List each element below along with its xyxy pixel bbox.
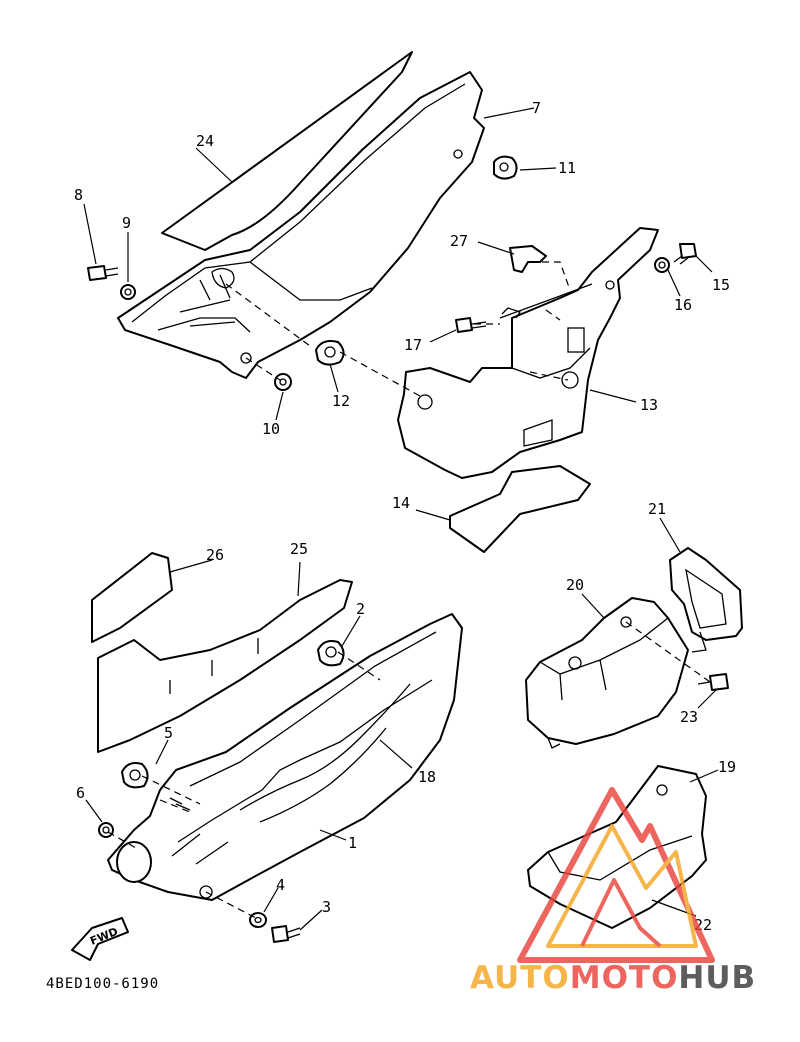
callout-23: 23 bbox=[680, 708, 698, 726]
watermark-logo: AUTOMOTOHUB bbox=[470, 787, 756, 996]
bolt-17 bbox=[455, 317, 487, 333]
side-cover-7 bbox=[117, 71, 485, 379]
forward-arrow-icon: FWD bbox=[71, 917, 129, 961]
washer-4 bbox=[249, 912, 267, 928]
callout-17: 17 bbox=[404, 336, 422, 354]
collar-6 bbox=[98, 822, 114, 838]
diagram-code: 4BED100-6190 bbox=[46, 976, 159, 992]
callout-3: 3 bbox=[322, 898, 331, 916]
callout-21: 21 bbox=[648, 500, 666, 518]
callout-2: 2 bbox=[356, 600, 365, 618]
grommet-16 bbox=[654, 257, 670, 273]
part-side-cover-upper bbox=[117, 51, 485, 379]
callout-5: 5 bbox=[164, 724, 173, 742]
callout-11: 11 bbox=[558, 159, 576, 177]
bolt-3 bbox=[271, 925, 301, 943]
callout-13: 13 bbox=[640, 396, 658, 414]
clip-27 bbox=[509, 245, 547, 273]
tool-case-20 bbox=[525, 597, 689, 745]
bolt-8 bbox=[87, 265, 119, 281]
callout-4: 4 bbox=[276, 876, 285, 894]
part-bracket-13 bbox=[397, 227, 659, 479]
grommet-5 bbox=[121, 762, 149, 789]
callout-14: 14 bbox=[392, 494, 410, 512]
callout-7: 7 bbox=[532, 99, 541, 117]
decal-26 bbox=[91, 552, 173, 643]
band-21 bbox=[669, 547, 743, 653]
svg-text:AUTOMOTOHUB: AUTOMOTOHUB bbox=[470, 960, 756, 996]
part-tool-case bbox=[525, 597, 689, 749]
assembly-lines bbox=[107, 261, 711, 919]
grommet-2 bbox=[317, 640, 345, 667]
callout-8: 8 bbox=[74, 186, 83, 204]
callout-12: 12 bbox=[332, 392, 350, 410]
grommet-9 bbox=[120, 284, 136, 300]
callout-10: 10 bbox=[262, 420, 280, 438]
callouts: 7 11 24 8 9 10 12 27 15 16 17 13 14 26 2… bbox=[74, 99, 736, 934]
callout-27: 27 bbox=[450, 232, 468, 250]
callout-20: 20 bbox=[566, 576, 584, 594]
callout-26: 26 bbox=[206, 546, 224, 564]
callout-16: 16 bbox=[674, 296, 692, 314]
bolt-23 bbox=[697, 673, 729, 691]
watermark-moto: MOTO bbox=[570, 960, 679, 996]
grommet-11 bbox=[493, 155, 518, 180]
decal-24 bbox=[161, 51, 413, 251]
callout-19: 19 bbox=[718, 758, 736, 776]
decal-25 bbox=[97, 579, 353, 753]
side-cover-1 bbox=[107, 613, 463, 901]
watermark-auto: AUTO bbox=[470, 960, 570, 996]
callout-15: 15 bbox=[712, 276, 730, 294]
part-side-cover-lower bbox=[91, 552, 463, 901]
plate-14 bbox=[449, 465, 591, 553]
callout-25: 25 bbox=[290, 540, 308, 558]
callout-9: 9 bbox=[122, 214, 131, 232]
leader-lines bbox=[83, 107, 719, 931]
watermark-hub: HUB bbox=[678, 960, 756, 996]
bolt-15 bbox=[673, 243, 697, 265]
callout-18: 18 bbox=[418, 768, 436, 786]
cover-19 bbox=[527, 765, 707, 929]
collar-10 bbox=[274, 373, 292, 391]
grommet-12 bbox=[315, 340, 345, 366]
callout-6: 6 bbox=[76, 784, 85, 802]
triangle-logo-icon bbox=[517, 787, 715, 963]
callout-24: 24 bbox=[196, 132, 214, 150]
bracket-13 bbox=[397, 227, 659, 479]
callout-1: 1 bbox=[348, 834, 357, 852]
